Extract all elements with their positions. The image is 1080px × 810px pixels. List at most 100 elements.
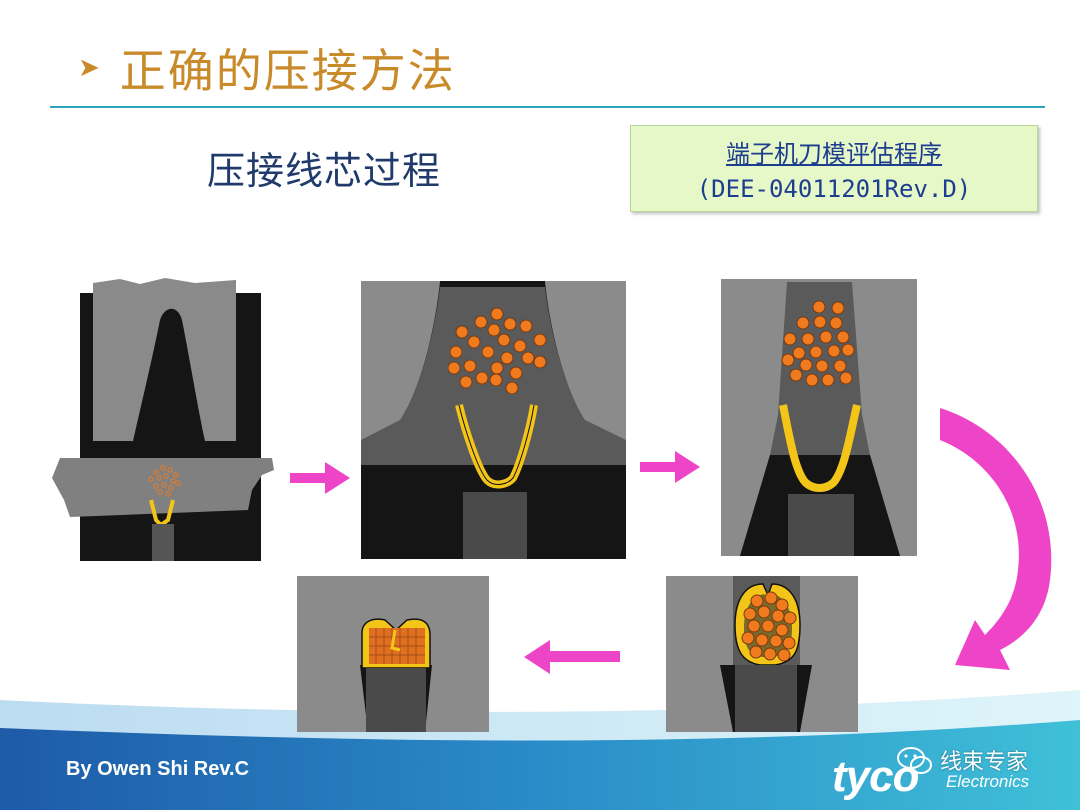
wire-strand	[519, 319, 533, 333]
wire-strand	[812, 300, 826, 314]
wire-strand	[153, 469, 159, 475]
panel-die-descending	[361, 281, 626, 559]
wire-strand	[789, 368, 803, 382]
wire-strand	[775, 623, 789, 637]
wire-strand	[497, 333, 511, 347]
wire-strand	[533, 333, 547, 347]
wire-strand	[809, 345, 823, 359]
wire-strand	[175, 480, 181, 486]
wire-strand	[819, 330, 833, 344]
wire-strand	[796, 316, 810, 330]
wire-strand	[833, 359, 847, 373]
wire-strand	[489, 373, 503, 387]
strand-cluster	[741, 591, 797, 662]
wire-strand	[781, 353, 795, 367]
wire-strand	[157, 489, 163, 495]
chevron-right-icon: ➤	[78, 53, 100, 83]
arrow-right-1	[290, 462, 350, 494]
author-credit: By Owen Shi Rev.C	[66, 758, 250, 780]
wire-strand	[769, 634, 783, 648]
wire-strand	[813, 315, 827, 329]
panel-crimp-complete	[297, 576, 489, 732]
wire-strand	[755, 633, 769, 647]
section-subtitle: 压接线芯过程	[207, 149, 442, 193]
wire-strand	[782, 636, 796, 650]
wire-strand	[513, 339, 527, 353]
wire-strand	[801, 332, 815, 346]
wire-strand	[805, 373, 819, 387]
wire-strand	[503, 317, 517, 331]
wire-strand	[841, 343, 855, 357]
wechat-icon	[897, 747, 932, 774]
wire-strand	[168, 485, 174, 491]
wire-strand	[749, 645, 763, 659]
wire-strand	[487, 323, 501, 337]
tyco-logo: tyco	[832, 752, 919, 801]
title-divider	[50, 106, 1045, 108]
panel-initial-position	[52, 278, 274, 561]
wire-strand	[459, 375, 473, 389]
wire-strand	[463, 359, 477, 373]
wire-strand	[771, 609, 785, 623]
wire-strand	[156, 475, 162, 481]
panel-die-closing	[721, 279, 917, 556]
wire-strand	[747, 619, 761, 633]
slide-title: ➤ 正确的压接方法	[78, 38, 456, 98]
watermark-text: 线束专家	[940, 750, 1029, 775]
wire-strand	[163, 473, 169, 479]
wire-strand	[821, 373, 835, 387]
slide-title-text: 正确的压接方法	[119, 44, 456, 98]
wire-strand	[815, 359, 829, 373]
strand-cluster	[781, 300, 855, 387]
arrow-left	[524, 640, 620, 674]
wire-strand	[153, 483, 159, 489]
wire-strand	[490, 307, 504, 321]
wire-strand	[481, 345, 495, 359]
wire-strand	[777, 648, 791, 662]
wire-strand	[505, 381, 519, 395]
wire-strand	[783, 611, 797, 625]
wire-strand	[831, 301, 845, 315]
wire-strand	[173, 472, 179, 478]
wire-strand	[490, 361, 504, 375]
wire-strand	[449, 345, 463, 359]
wire-strand	[475, 371, 489, 385]
arrow-curved-down	[940, 408, 1052, 670]
strand-cluster	[148, 465, 181, 497]
wire-strand	[160, 465, 166, 471]
compacted-strands	[369, 628, 425, 664]
wire-strand	[799, 358, 813, 372]
wire-strand	[509, 366, 523, 380]
wire-strand	[165, 491, 171, 497]
wire-strand	[455, 325, 469, 339]
wire-strand	[167, 467, 173, 473]
wire-strand	[763, 647, 777, 661]
wire-strand	[741, 631, 755, 645]
wire-strand	[500, 351, 514, 365]
wire-strand	[148, 476, 154, 482]
wire-strand	[447, 361, 461, 375]
wire-strand	[161, 482, 167, 488]
wire-strand	[757, 605, 771, 619]
wire-strand	[775, 598, 789, 612]
wire-strand	[750, 594, 764, 608]
wire-strand	[521, 351, 535, 365]
wire-strand	[170, 478, 176, 484]
wire-strand	[533, 355, 547, 369]
arrow-right-2	[640, 451, 700, 483]
strand-cluster	[447, 307, 547, 395]
wire-strand	[839, 371, 853, 385]
wire-strand	[764, 591, 778, 605]
wire-strand	[827, 344, 841, 358]
wire-strand	[743, 607, 757, 621]
reference-link[interactable]: 端子机刀模评估程序	[726, 140, 942, 168]
wire-strand	[829, 316, 843, 330]
reference-code: (DEE-04011201Rev.D)	[696, 175, 972, 203]
wire-strand	[761, 619, 775, 633]
panel-crimp-forming	[666, 576, 858, 732]
tyco-logo-subtext: Electronics	[946, 772, 1030, 791]
wire-strand	[836, 330, 850, 344]
reference-box: 端子机刀模评估程序 (DEE-04011201Rev.D)	[630, 125, 1038, 212]
wire-strand	[792, 346, 806, 360]
